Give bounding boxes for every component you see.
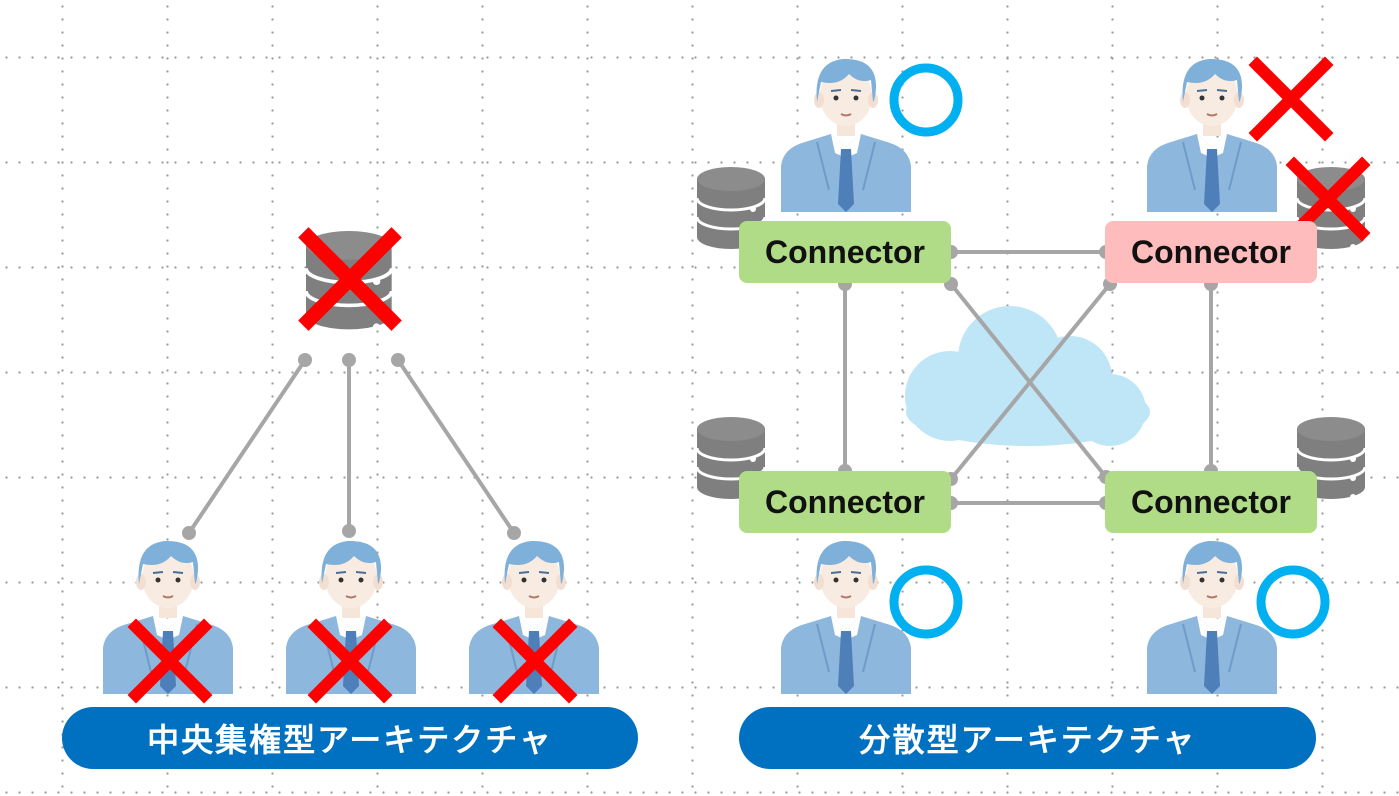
right-user-3-person-icon xyxy=(780,539,912,695)
connector-top-left: Connector xyxy=(739,221,951,283)
connector-bottom-right: Connector xyxy=(1105,471,1317,533)
left-user-2-person-icon xyxy=(285,539,417,695)
distributed-architecture-title: 分散型アーキテクチャ xyxy=(739,707,1316,769)
centralized-architecture-title: 中央集権型アーキテクチャ xyxy=(62,707,638,769)
right-user-4-person-icon xyxy=(1146,539,1278,695)
right-user-1-person-icon xyxy=(780,57,912,213)
connector-top-right-failed: Connector xyxy=(1105,221,1317,283)
right-user-3-circle-mark-icon xyxy=(894,570,958,634)
right-user-4-circle-mark-icon xyxy=(1261,570,1325,634)
left-user-3-person-icon xyxy=(468,539,600,695)
peer-links xyxy=(838,245,1218,510)
right-user-2-cross-mark-icon xyxy=(1257,65,1325,133)
central-links xyxy=(182,353,521,540)
right-user-1-circle-mark-icon xyxy=(894,68,958,132)
cloud-icon xyxy=(905,306,1150,446)
connector-bottom-left: Connector xyxy=(739,471,951,533)
